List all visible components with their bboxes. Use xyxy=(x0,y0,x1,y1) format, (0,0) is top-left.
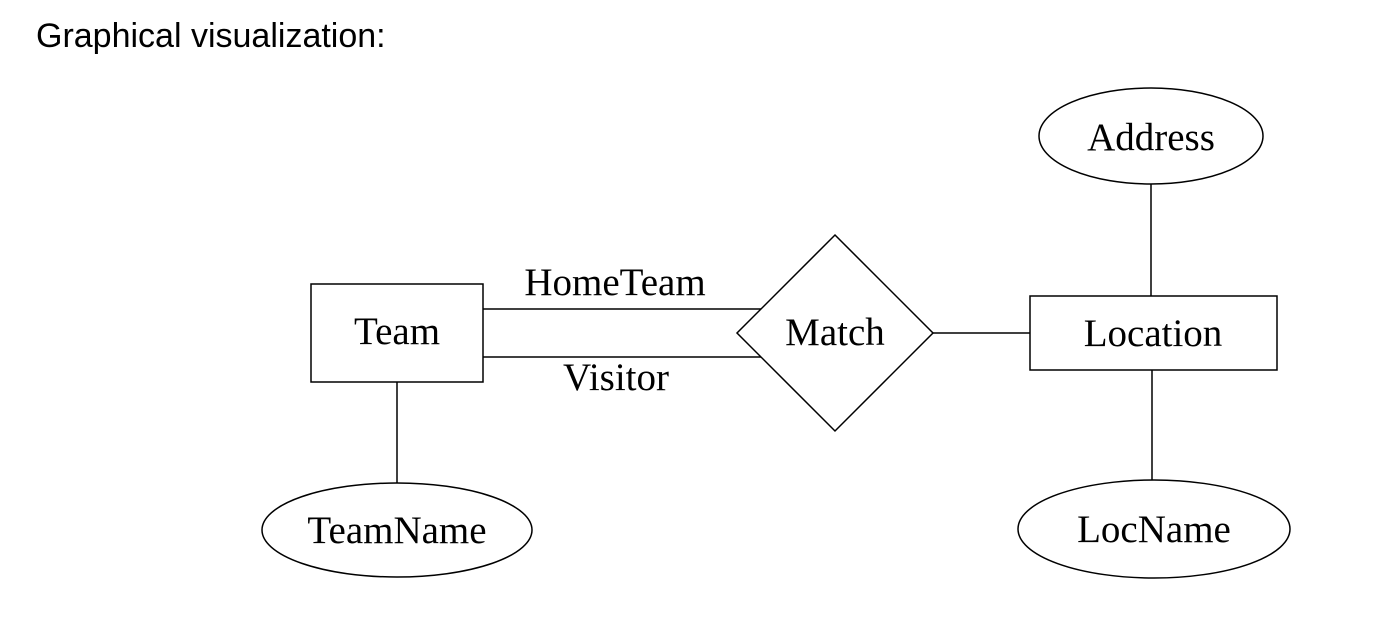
attribute-address-shape xyxy=(1038,87,1264,185)
relationship-match-label: Match xyxy=(785,311,885,354)
edge-visitor-label: Visitor xyxy=(563,356,669,399)
attribute-teamname-shape xyxy=(261,482,533,578)
connector-lines xyxy=(396,183,1153,485)
attribute-locname-shape xyxy=(1017,479,1291,579)
attribute-address-label: Address xyxy=(1087,116,1215,159)
node-labels: Team Match Location Address TeamName Loc… xyxy=(307,116,1230,552)
node-shapes xyxy=(261,87,1291,579)
entity-location-shape xyxy=(1029,295,1278,371)
page-title: Graphical visualization: xyxy=(36,17,386,55)
entity-location-label: Location xyxy=(1084,312,1223,355)
entity-team-label: Team xyxy=(354,310,440,353)
attribute-teamname-label: TeamName xyxy=(307,509,486,552)
attribute-locname-label: LocName xyxy=(1077,508,1231,551)
entity-team-shape xyxy=(310,283,484,383)
relationship-match-shape xyxy=(735,233,935,433)
edge-hometeam-label: HomeTeam xyxy=(524,261,705,304)
